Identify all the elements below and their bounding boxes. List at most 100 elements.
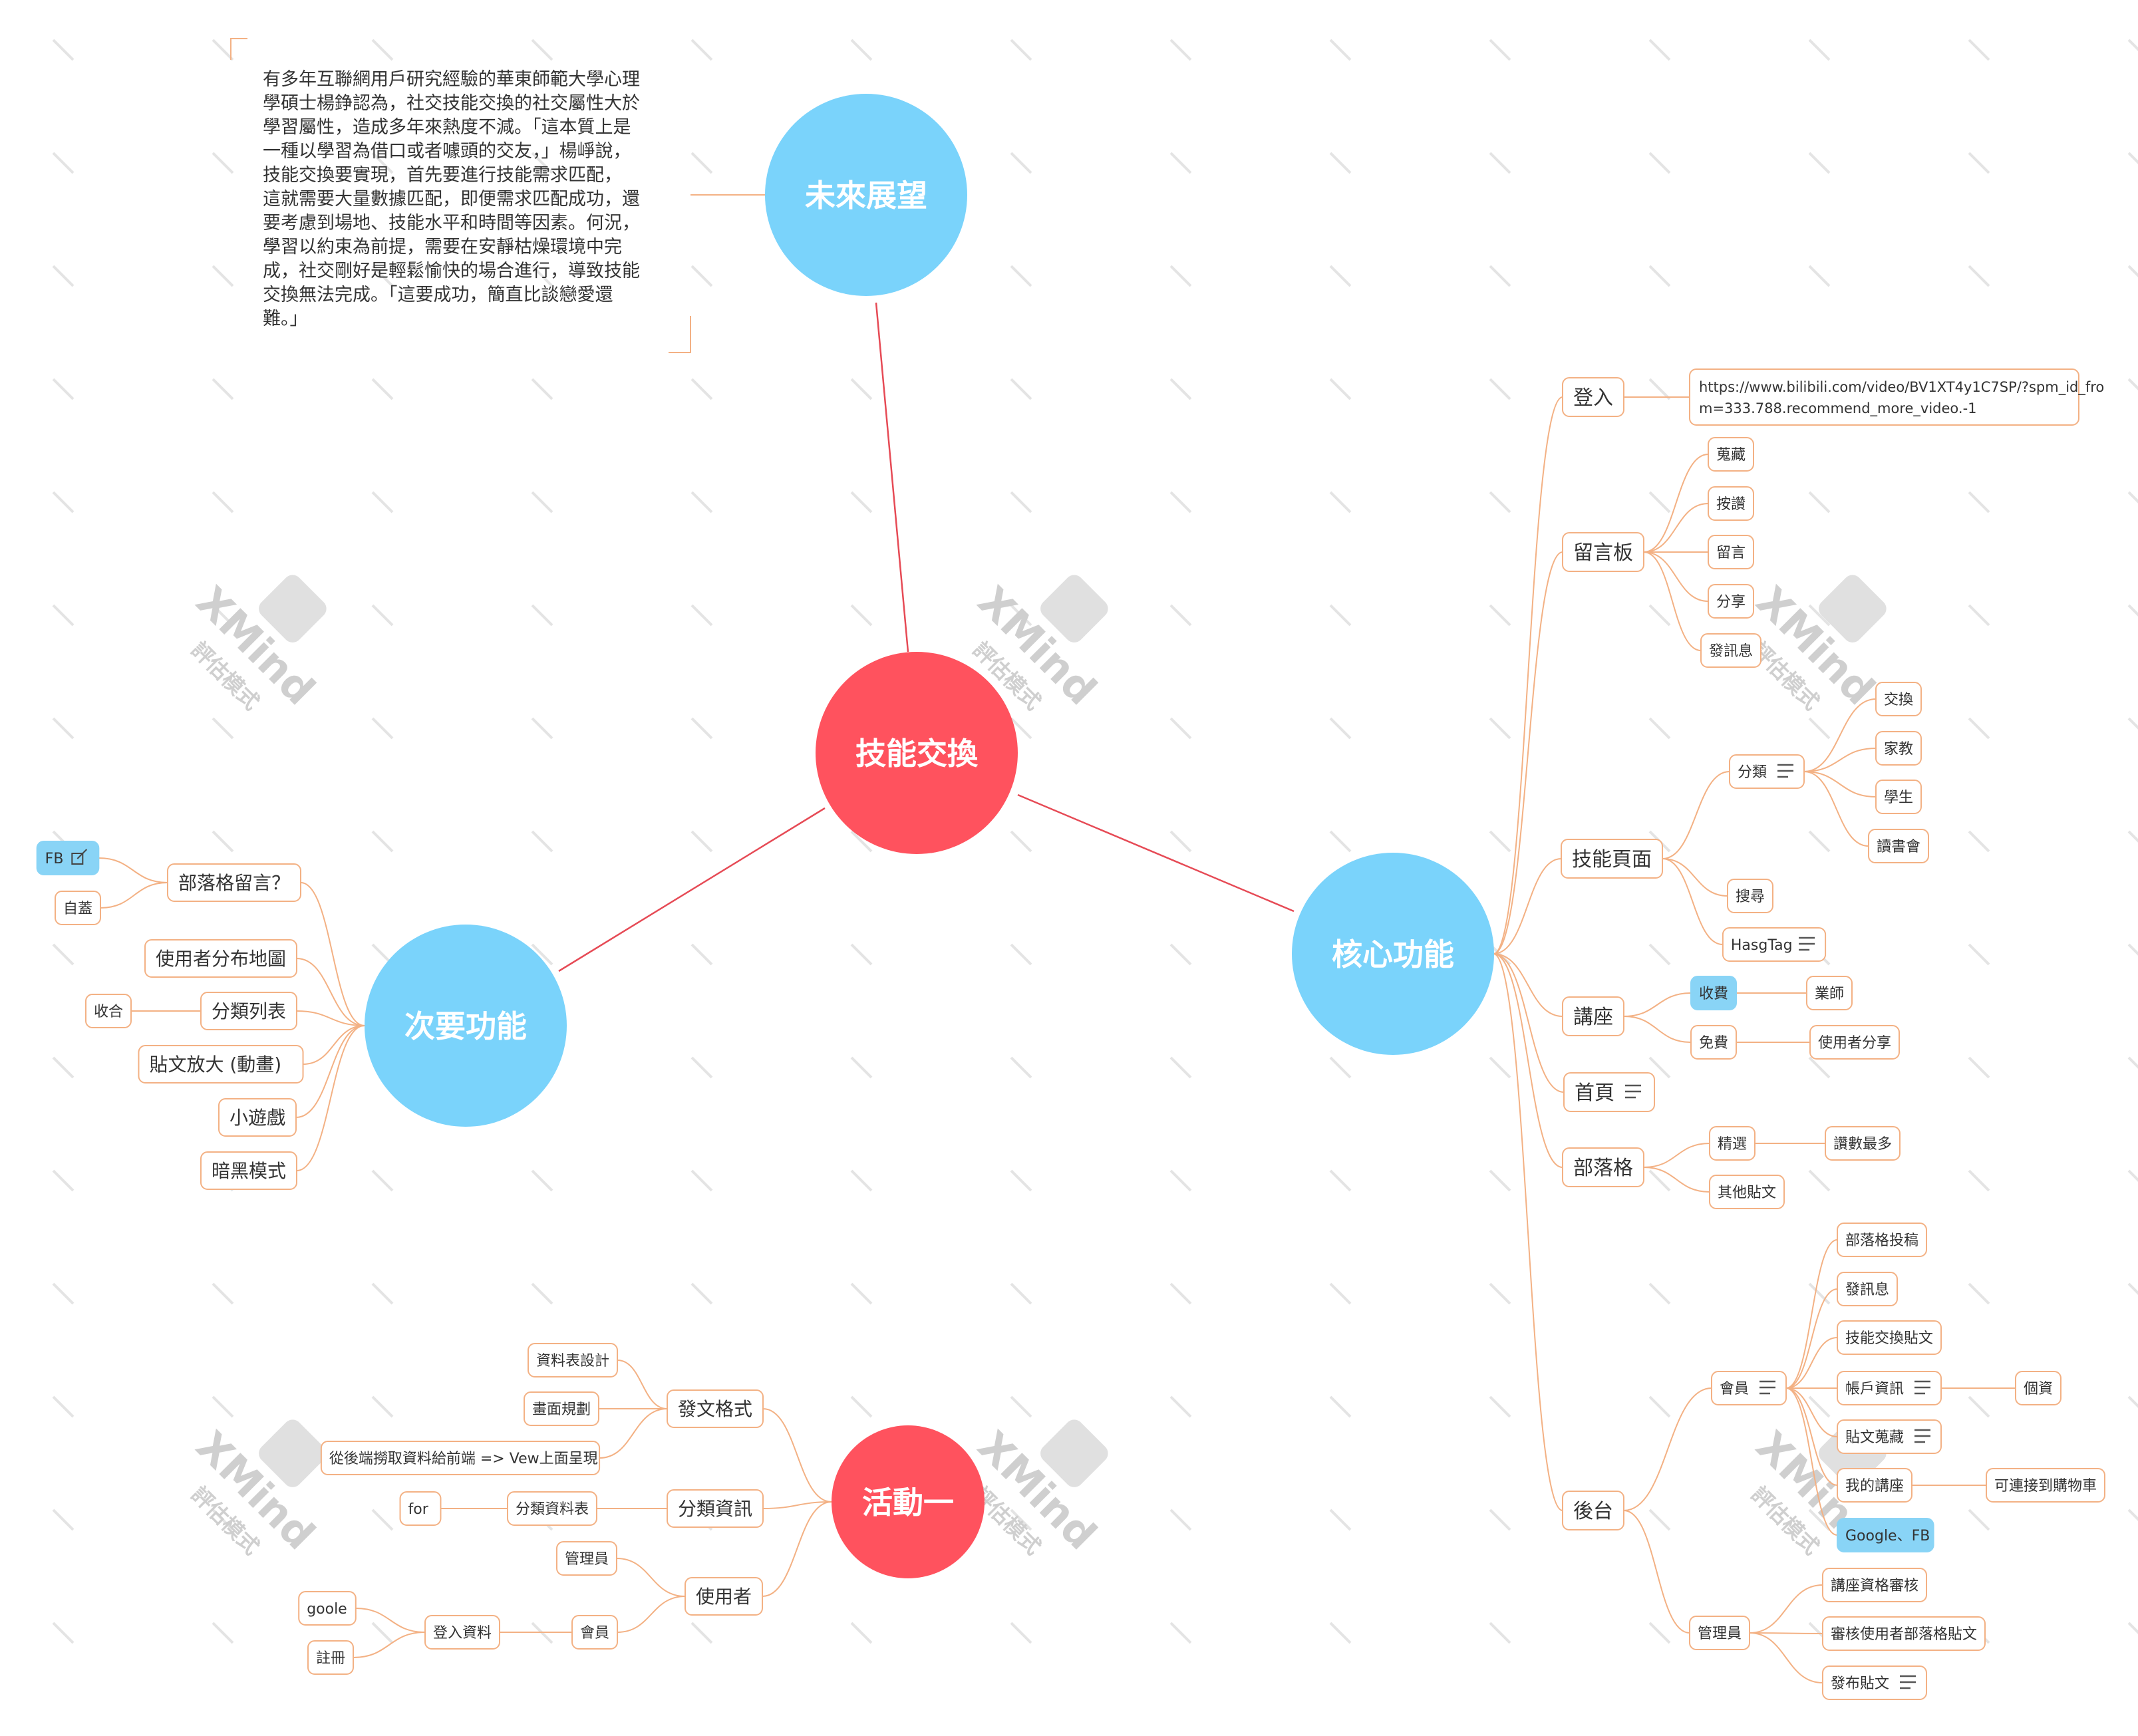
node-acctchild[interactable]: 個資 — [2015, 1371, 2062, 1405]
node-cat0[interactable]: 交換 — [1875, 682, 1922, 716]
watermark-dash — [1489, 1509, 1511, 1531]
node-board3[interactable]: 分享 — [1708, 584, 1754, 619]
node-lecture[interactable]: 講座 — [1562, 996, 1624, 1036]
node-forlbl[interactable]: for — [399, 1491, 442, 1526]
node-goole[interactable]: goole — [298, 1591, 357, 1626]
login-link-box[interactable]: https://www.bilibili.com/video/BV1XT4y1C… — [1689, 368, 2104, 426]
connector — [1623, 992, 1692, 1017]
node-selfbuild[interactable]: 自蓋 — [55, 891, 101, 925]
node-free[interactable]: 免費 — [1690, 1025, 1737, 1060]
watermark-dash — [1968, 491, 1990, 513]
node-catlist[interactable]: 分類列表 — [200, 992, 297, 1030]
node-cat3[interactable]: 讀書會 — [1868, 829, 1929, 863]
watermark-dash — [1808, 152, 1831, 174]
node-featchild[interactable]: 讚數最多 — [1825, 1126, 1901, 1161]
node-mem2[interactable]: 技能交換貼文 — [1837, 1320, 1942, 1355]
node-board0[interactable]: 蒐藏 — [1708, 437, 1754, 472]
node-actuser[interactable]: 使用者 — [685, 1577, 763, 1616]
node-catinfo[interactable]: 分類資訊 — [667, 1489, 764, 1528]
central-topic[interactable]: 技能交換 — [816, 652, 1018, 854]
node-register[interactable]: 註冊 — [307, 1640, 354, 1675]
edge-postformat-child — [599, 1408, 668, 1459]
node-category[interactable]: 分類 — [1729, 754, 1805, 789]
node-other[interactable]: 其他貼文 — [1709, 1175, 1785, 1209]
watermark-dash — [212, 830, 234, 853]
node-lectchild[interactable]: 可連接到購物車 — [1986, 1468, 2105, 1503]
node-paidchild[interactable]: 業師 — [1806, 976, 1853, 1010]
node-member[interactable]: 會員 — [1711, 1371, 1787, 1405]
node-fb[interactable]: FB — [36, 841, 100, 875]
watermark-dash — [1968, 1509, 1990, 1531]
node-login[interactable]: 登入 — [1562, 377, 1624, 417]
node-postzoom[interactable]: 貼文放大 (動畫) — [138, 1045, 304, 1084]
node-actadmin[interactable]: 管理員 — [556, 1541, 617, 1576]
node-mem1[interactable]: 發訊息 — [1837, 1272, 1898, 1306]
main-topic-future[interactable]: 未來展望 — [765, 94, 967, 296]
node-goole-box — [298, 1591, 357, 1626]
node-mgr0[interactable]: 講座資格審核 — [1822, 1568, 1927, 1602]
watermark-dash — [52, 604, 75, 627]
node-freechild[interactable]: 使用者分享 — [1809, 1025, 1900, 1060]
node-cattable[interactable]: 分類資料表 — [507, 1491, 597, 1526]
watermark-dash — [1329, 1395, 1352, 1418]
watermark-dash — [1489, 378, 1511, 400]
node-mgr2[interactable]: 發布貼文 — [1822, 1665, 1927, 1700]
node-usermap[interactable]: 使用者分布地圖 — [144, 939, 297, 978]
edge-secondary-blogcomment — [300, 882, 365, 1026]
node-post2[interactable]: 從後端撈取資料給前端 => Vew上面呈現 — [320, 1441, 601, 1475]
main-topic-activity[interactable]: 活動一 — [832, 1425, 985, 1578]
edge-board-child — [1643, 503, 1709, 553]
node-board4[interactable]: 發訊息 — [1700, 633, 1761, 668]
future-note[interactable]: 有多年互聯網用戶研究經驗的華東師範大學心理學碩士楊錚認為，社交技能交換的社交屬性… — [230, 38, 765, 353]
watermark-dash — [371, 1509, 394, 1531]
node-darkmode[interactable]: 暗黑模式 — [200, 1151, 297, 1190]
node-post0[interactable]: 資料表設計 — [528, 1343, 618, 1377]
main-topic-core[interactable]: 核心功能 — [1292, 853, 1494, 1055]
node-mem0[interactable]: 部落格投稿 — [1837, 1223, 1927, 1257]
main-topic-core-shape — [1292, 853, 1494, 1055]
watermark-dash — [52, 717, 75, 740]
main-topic-secondary-shape — [365, 925, 567, 1127]
watermark-dash — [1010, 1622, 1032, 1644]
node-board2[interactable]: 留言 — [1708, 535, 1754, 569]
node-cat1[interactable]: 家教 — [1875, 731, 1922, 766]
node-postfmt[interactable]: 發文格式 — [667, 1389, 764, 1428]
node-mem6[interactable]: Google、FB — [1837, 1518, 1934, 1552]
node-skill[interactable]: 技能頁面 — [1561, 839, 1663, 879]
watermark-dash — [1968, 265, 1990, 287]
node-actmember[interactable]: 會員 — [571, 1615, 618, 1650]
node-catinfo-label: 分類資訊 — [678, 1498, 752, 1520]
node-collapse[interactable]: 收合 — [85, 994, 132, 1028]
node-admin[interactable]: 後台 — [1562, 1491, 1624, 1530]
node-mgr1[interactable]: 審核使用者部落格貼文 — [1822, 1616, 1986, 1651]
node-blog[interactable]: 部落格 — [1562, 1147, 1644, 1187]
node-hashtag[interactable]: HasgTag — [1722, 927, 1827, 962]
node-cat2[interactable]: 學生 — [1875, 780, 1922, 814]
node-mem3[interactable]: 帳戶資訊 — [1837, 1371, 1942, 1405]
node-register-label: 註冊 — [316, 1650, 345, 1667]
notes-icon — [1625, 1084, 1641, 1099]
node-cattable-label: 分類資料表 — [516, 1501, 589, 1518]
node-mem4[interactable]: 貼文蒐藏 — [1837, 1419, 1942, 1454]
node-featured[interactable]: 精選 — [1709, 1126, 1756, 1161]
node-minigame[interactable]: 小遊戲 — [218, 1098, 297, 1137]
node-board1[interactable]: 按讚 — [1708, 486, 1754, 521]
watermark-dash — [1808, 491, 1831, 513]
node-post1[interactable]: 畫面規劃 — [524, 1391, 599, 1426]
main-topic-secondary-label: 次要功能 — [404, 1008, 527, 1044]
node-logindata[interactable]: 登入資料 — [424, 1615, 500, 1650]
node-manager[interactable]: 管理員 — [1689, 1616, 1750, 1650]
watermark-dash — [1010, 39, 1032, 61]
node-paid[interactable]: 收費 — [1690, 976, 1737, 1010]
node-featchild-label: 讚數最多 — [1833, 1136, 1892, 1153]
node-home[interactable]: 首頁 — [1563, 1072, 1655, 1112]
node-mem5[interactable]: 我的講座 — [1837, 1468, 1912, 1503]
node-post1-label: 畫面規劃 — [532, 1401, 591, 1418]
node-board[interactable]: 留言板 — [1562, 532, 1644, 572]
node-blogcomment[interactable]: 部落格留言？ — [167, 863, 301, 902]
node-search[interactable]: 搜尋 — [1727, 879, 1773, 913]
node-usermap-box — [144, 939, 297, 978]
watermark-dash — [1329, 1282, 1352, 1305]
main-topic-secondary[interactable]: 次要功能 — [365, 925, 567, 1127]
